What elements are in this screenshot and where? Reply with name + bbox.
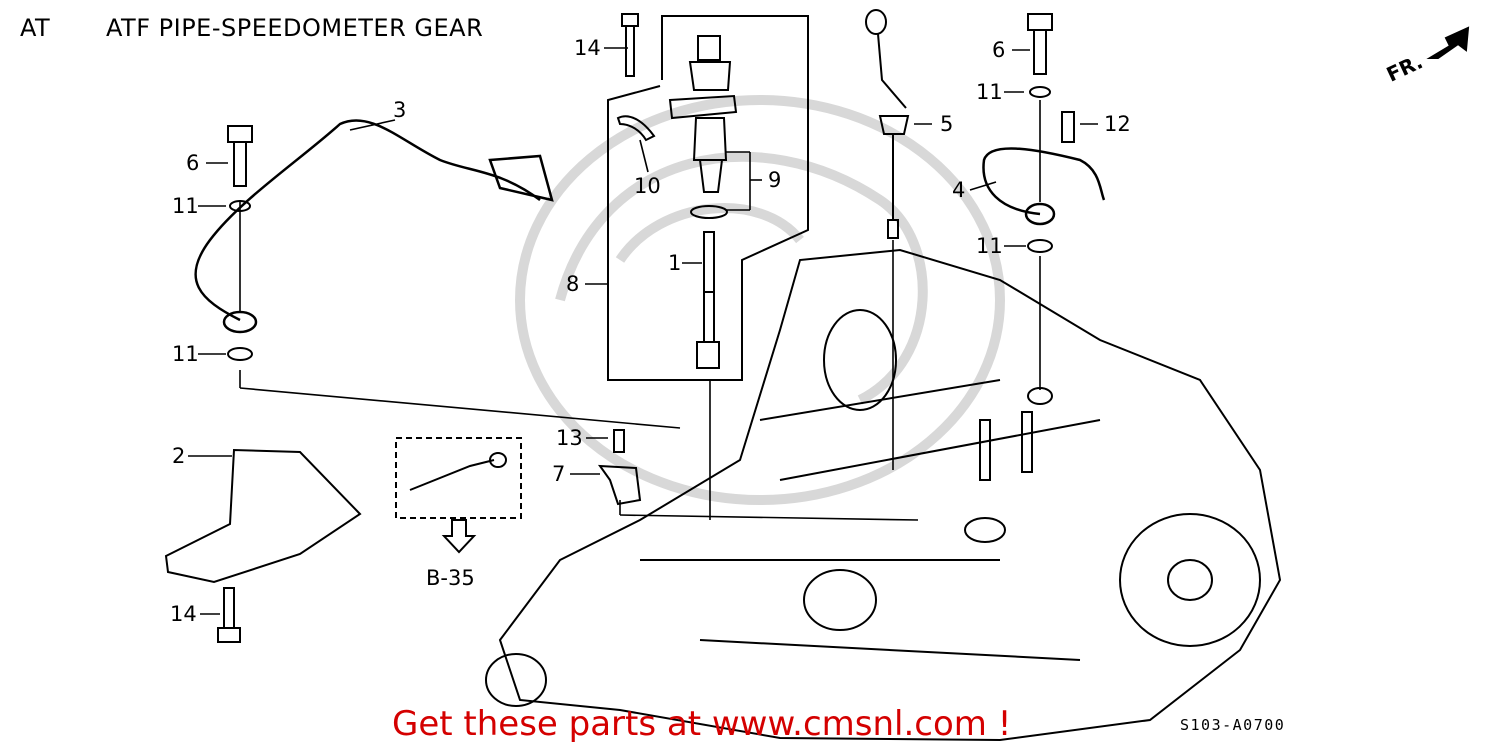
clip-10 [616, 115, 656, 142]
cable-b35 [409, 452, 507, 554]
callout-13[interactable]: 13 [556, 426, 583, 450]
callout-11[interactable]: 11 [172, 342, 199, 366]
bolt-6-left [227, 125, 253, 361]
promo-link[interactable]: Get these parts at www.cmsnl.com ! [392, 704, 1012, 744]
callout-11[interactable]: 11 [976, 80, 1003, 104]
callout-3[interactable]: 3 [393, 98, 407, 122]
callout-5[interactable]: 5 [940, 112, 954, 136]
reference-box-b35 [395, 437, 522, 519]
callout-14[interactable]: 14 [574, 36, 601, 60]
speed-sensor-assembly [668, 35, 738, 369]
dipstick-5 [865, 9, 910, 239]
callout-2[interactable]: 2 [172, 444, 186, 468]
callout-4[interactable]: 4 [952, 178, 966, 202]
callout-11[interactable]: 11 [976, 234, 1003, 258]
bracket-7 [597, 429, 642, 506]
atf-pipe-4 [982, 147, 1106, 226]
front-direction-arrow-icon [1426, 26, 1470, 59]
bracket-2 [164, 448, 362, 643]
reference-label-b35[interactable]: B-35 [426, 566, 475, 590]
callout-12[interactable]: 12 [1104, 112, 1131, 136]
transmission-case [485, 248, 1282, 742]
callout-7[interactable]: 7 [552, 462, 566, 486]
atf-pipe-3 [194, 119, 554, 334]
callout-1[interactable]: 1 [668, 251, 682, 275]
watermark-logo [515, 95, 1005, 505]
callout-11[interactable]: 11 [172, 194, 199, 218]
page-title: ATF PIPE-SPEEDOMETER GEAR [106, 14, 484, 42]
drawing-code: S103-A0700 [1180, 716, 1286, 734]
callout-14[interactable]: 14 [170, 602, 197, 626]
callout-6[interactable]: 6 [992, 38, 1006, 62]
callout-10[interactable]: 10 [634, 174, 661, 198]
callout-9[interactable]: 9 [768, 168, 782, 192]
leader-lines [188, 47, 1098, 615]
bolt-6-right [1027, 13, 1075, 253]
callout-6[interactable]: 6 [186, 151, 200, 175]
callout-8[interactable]: 8 [566, 272, 580, 296]
assembly-bracket-8 [607, 15, 809, 381]
bolt-14-top [621, 13, 639, 77]
section-code: AT [20, 14, 51, 42]
